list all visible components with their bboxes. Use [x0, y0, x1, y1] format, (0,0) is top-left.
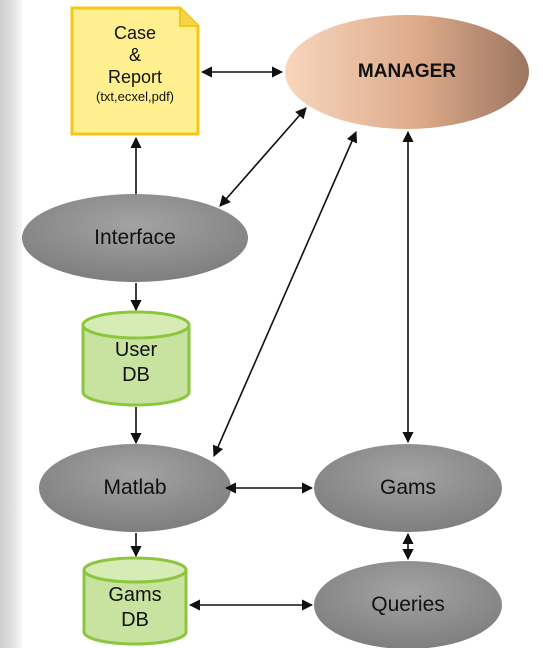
- matlab-label: Matlab: [103, 476, 167, 499]
- manager-node: [285, 15, 529, 129]
- report-formats: (txt,ecxel,pdf): [95, 89, 175, 104]
- gams-label: Gams: [379, 476, 436, 499]
- gams-db-line-gams: Gams: [108, 584, 162, 606]
- report-line-amp: &: [128, 45, 141, 65]
- report-document-fold: [179, 8, 198, 27]
- report-label: Case & Report (txt,ecxel,pdf): [72, 22, 198, 106]
- user-db-node: [81, 310, 191, 407]
- user-db-line-user: User: [114, 339, 158, 361]
- interface-label: Interface: [94, 226, 176, 249]
- gams-db-node: [82, 556, 188, 646]
- edge-interface-manager: [219, 107, 307, 207]
- edge-matlab-manager: [212, 130, 358, 458]
- report-line-case: Case: [113, 23, 157, 43]
- left-shade-strip: [0, 0, 22, 648]
- gams-db-line-db: DB: [121, 609, 149, 631]
- gams-db-label: Gams DB: [84, 583, 186, 633]
- manager-label: MANAGER: [357, 61, 457, 82]
- report-line-report: Report: [107, 67, 163, 87]
- user-db-line-db: DB: [122, 364, 150, 386]
- user-db-label: User DB: [83, 338, 189, 388]
- report-document-shape: [70, 6, 200, 136]
- queries-label: Queries: [371, 593, 445, 616]
- matlab-node: [39, 444, 231, 532]
- interface-node: [22, 194, 248, 282]
- gams-node: [314, 444, 502, 532]
- queries-node: [314, 561, 502, 648]
